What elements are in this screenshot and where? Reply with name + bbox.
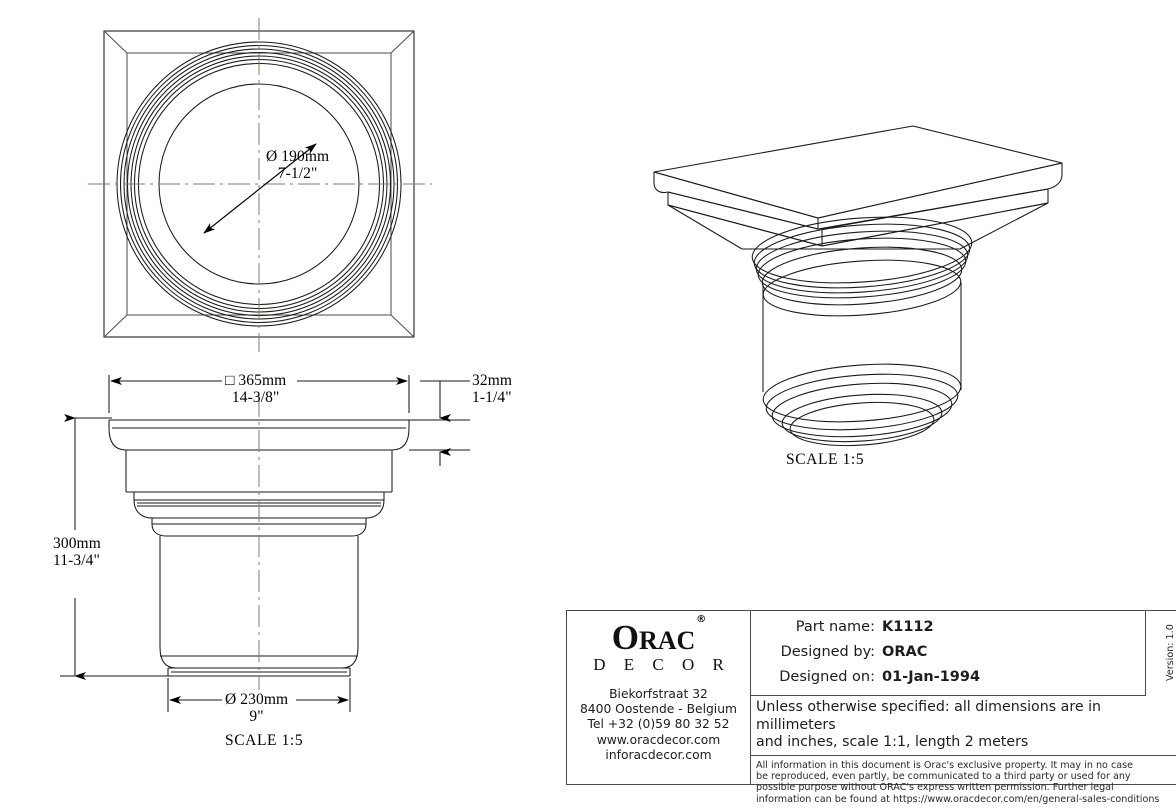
logo-subtitle-decor: D E C O R — [586, 656, 731, 673]
elev-height-mm: 300mm — [53, 535, 101, 552]
plan-dim-inch: 7-1/2" — [266, 165, 329, 182]
elev-thick-mm: 32mm — [472, 372, 512, 389]
elev-width-mm: □ 365mm — [225, 372, 286, 389]
elevation-scale-label: SCALE 1:5 — [225, 732, 303, 750]
drawing-canvas: Ø 190mm 7-1/2" □ 365mm 14-3/8" 32mm 1-1/… — [0, 0, 1176, 785]
elev-height-inch: 11-3/4" — [53, 552, 101, 569]
orac-wordmark: ORAC® — [612, 620, 706, 655]
title-block-detail-panel: Part name: K1112 Designed by: ORAC Desig… — [751, 611, 1176, 784]
address-line-tel: Tel +32 (0)59 80 32 52 — [580, 717, 737, 732]
field-row-designed-on: Designed on: 01-Jan-1994 — [751, 665, 1145, 690]
registered-trademark-icon: ® — [696, 614, 706, 625]
plan-view-centerlines — [88, 18, 432, 352]
title-block-field-rows: Part name: K1112 Designed by: ORAC Desig… — [751, 611, 1145, 696]
plan-diameter-dimension: Ø 190mm 7-1/2" — [266, 148, 329, 182]
elev-thick-inch: 1-1/4" — [472, 389, 512, 406]
plan-dim-mm: Ø 190mm — [266, 148, 329, 165]
elevation-base-dimension: Ø 230mm 9" — [225, 691, 288, 725]
logo-letter-o: O — [612, 618, 639, 657]
address-line-city: 8400 Oostende - Belgium — [580, 702, 737, 717]
title-block-fields-column: Part name: K1112 Designed by: ORAC Desig… — [751, 611, 1145, 696]
title-block: ORAC® D E C O R Biekorfstraat 32 8400 Oo… — [566, 610, 1176, 785]
elevation-height-dimension: 300mm 11-3/4" — [53, 535, 101, 569]
designed-by-label: Designed by: — [751, 640, 882, 665]
elev-width-inch: 14-3/8" — [225, 389, 286, 406]
part-name-label: Part name: — [751, 615, 882, 640]
designed-on-value: 01-Jan-1994 — [882, 665, 980, 690]
legal-line-2: be reproduced, even partly, be communica… — [756, 771, 1173, 782]
address-line-street: Biekorfstraat 32 — [580, 687, 737, 702]
title-block-company-panel: ORAC® D E C O R Biekorfstraat 32 8400 Oo… — [567, 611, 751, 784]
designed-on-label: Designed on: — [751, 665, 882, 690]
elev-base-inch: 9" — [225, 708, 288, 725]
dimension-note-line-1: Unless otherwise specified: all dimensio… — [756, 699, 1172, 734]
logo-letters-rac: RAC — [639, 626, 695, 655]
designed-by-value: ORAC — [882, 640, 927, 665]
field-row-designed-by: Designed by: ORAC — [751, 640, 1145, 665]
part-name-value: K1112 — [882, 615, 934, 640]
address-line-email: inforacdecor.com — [580, 748, 737, 763]
elevation-width-dimension: □ 365mm 14-3/8" — [225, 372, 286, 406]
title-block-fields-and-version: Part name: K1112 Designed by: ORAC Desig… — [751, 611, 1176, 696]
elevation-thickness-dimension: 32mm 1-1/4" — [472, 372, 512, 406]
isometric-scale-label: SCALE 1:5 — [786, 451, 864, 469]
orac-logo: ORAC® D E C O R — [586, 620, 731, 673]
field-row-part-name: Part name: K1112 — [751, 615, 1145, 640]
legal-notice: All information in this document is Orac… — [751, 756, 1176, 808]
company-address: Biekorfstraat 32 8400 Oostende - Belgium… — [580, 687, 737, 763]
legal-line-3: possible purpose without ORAC's express … — [756, 782, 1173, 793]
dimension-note: Unless otherwise specified: all dimensio… — [751, 696, 1176, 756]
version-label: Version: 1.0 — [1165, 624, 1176, 681]
elev-base-mm: Ø 230mm — [225, 691, 288, 708]
legal-line-4: information can be found at https://www.… — [756, 794, 1173, 805]
legal-line-1: All information in this document is Orac… — [756, 760, 1173, 771]
isometric-geometry — [654, 126, 1062, 450]
address-line-website: www.oracdecor.com — [580, 733, 737, 748]
dimension-note-line-2: and inches, scale 1:1, length 2 meters — [756, 734, 1172, 752]
version-strip: Version: 1.0 — [1145, 611, 1176, 696]
